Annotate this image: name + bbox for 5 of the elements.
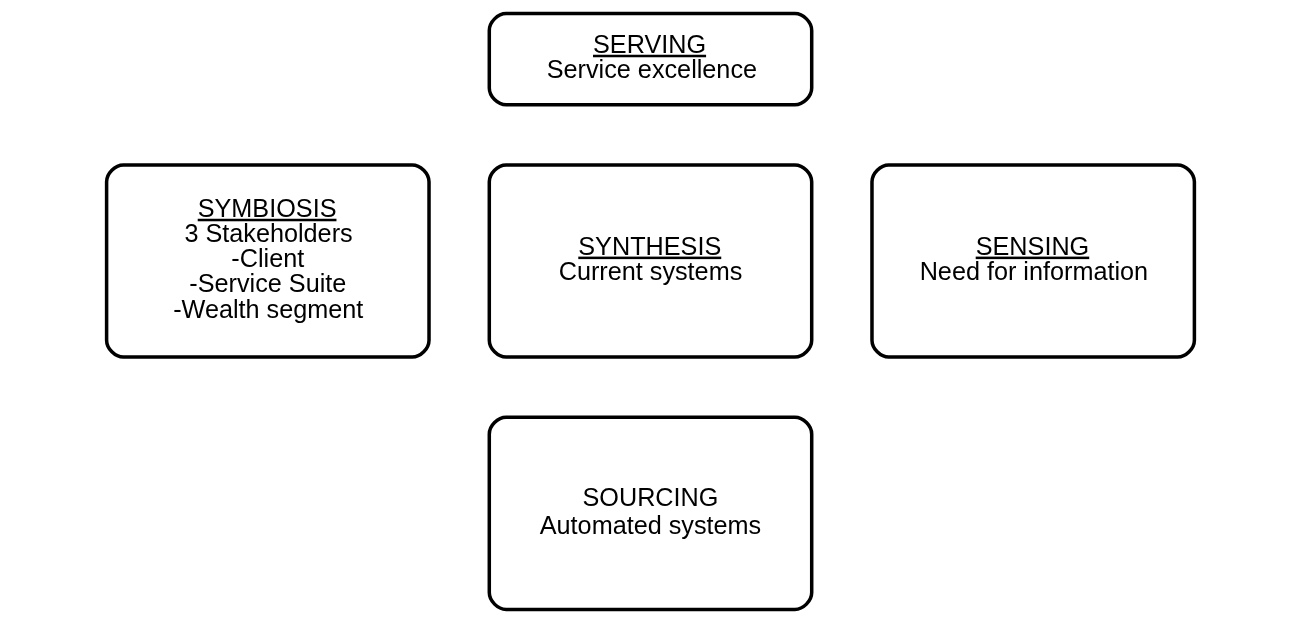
node-box: SYMBIOSIS 3 Stakeholders -Client -Service Suite -Wealth segment [104,163,431,359]
node-box: SOURCING Automated systems [487,415,814,612]
node-box: SERVING Service excellence [487,11,814,107]
node-box: SYNTHESIS Current systems [487,163,814,359]
node-box: SENSING Need for information [870,163,1197,359]
